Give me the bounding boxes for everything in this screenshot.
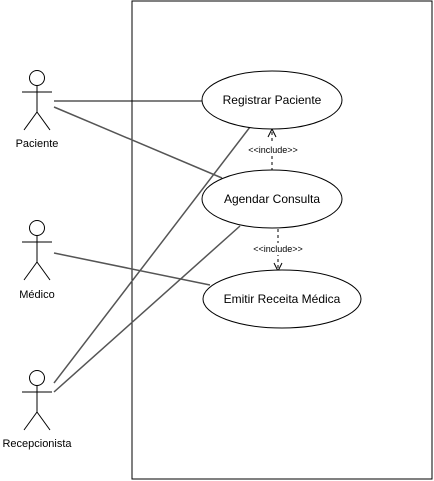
include-label-emitir: <<include>> bbox=[253, 244, 303, 254]
actor-label: Paciente bbox=[16, 138, 59, 150]
use-case-label: Emitir Receita Médica bbox=[224, 292, 341, 306]
association-recepcionista-registrar bbox=[53, 126, 251, 384]
use-case-emitir-receita-medica[interactable]: Emitir Receita Médica bbox=[202, 269, 362, 329]
association-medico-emitir bbox=[53, 252, 211, 286]
use-case-label: Agendar Consulta bbox=[224, 192, 320, 206]
actor-recepcionista[interactable]: Recepcionista bbox=[2, 370, 72, 451]
stick-figure-icon bbox=[22, 220, 52, 281]
use-case-ellipse[interactable] bbox=[202, 269, 362, 329]
stick-figure-icon bbox=[22, 70, 52, 131]
include-label-registrar: <<include>> bbox=[248, 145, 298, 155]
include-relations: <<include>> <<include>> bbox=[240, 127, 311, 273]
association-recepcionista-agendar bbox=[53, 225, 241, 393]
use-case-agendar-consulta[interactable]: Agendar Consulta bbox=[201, 169, 343, 229]
use-case-label: Registrar Paciente bbox=[223, 93, 322, 107]
use-case-ellipse[interactable] bbox=[201, 169, 343, 229]
associations bbox=[53, 100, 251, 393]
include-label-bg-registrar bbox=[240, 144, 306, 156]
actor-label: Médico bbox=[19, 289, 54, 301]
stick-figure-icon bbox=[22, 370, 52, 431]
use-case-ellipse[interactable] bbox=[201, 70, 343, 130]
actor-paciente[interactable]: Paciente bbox=[16, 70, 59, 151]
include-label-bg-emitir bbox=[245, 243, 311, 255]
association-paciente-agendar bbox=[53, 106, 223, 179]
actor-medico[interactable]: Médico bbox=[19, 220, 55, 302]
actor-label: Recepcionista bbox=[2, 438, 72, 450]
use-case-registrar-paciente[interactable]: Registrar Paciente bbox=[201, 70, 343, 130]
